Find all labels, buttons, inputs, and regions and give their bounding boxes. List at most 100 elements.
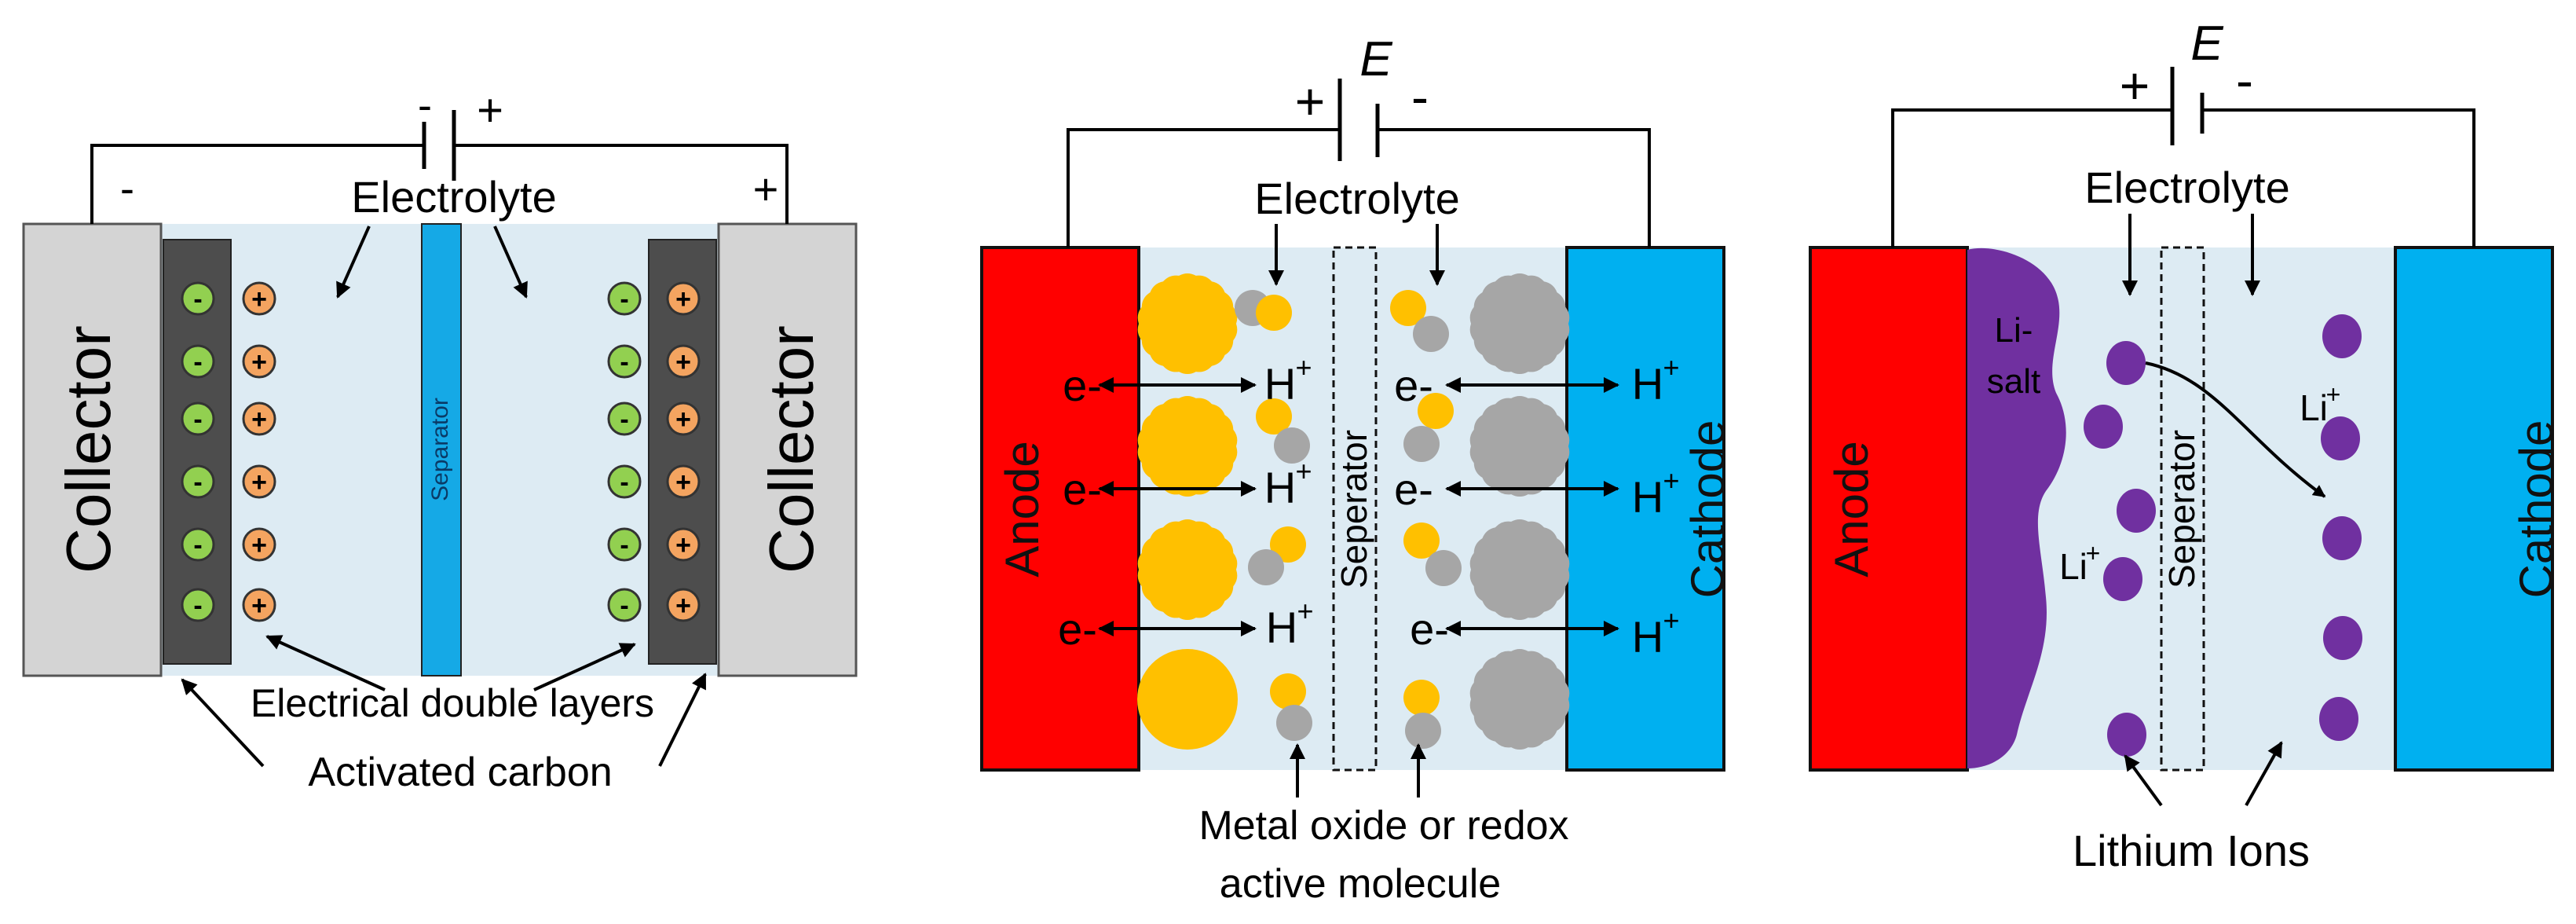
redox-particle (1469, 519, 1570, 621)
negative-ion-sign: - (193, 530, 202, 560)
lithium-ion-charge: + (2086, 539, 2101, 567)
double-layer-arrow-right (533, 643, 636, 691)
proton-charge: + (1297, 595, 1313, 627)
molecule-dot (1248, 549, 1284, 585)
li-salt-label-line-2: salt (1987, 362, 2040, 401)
molecule-dot (1413, 316, 1449, 352)
oxide-dot (1403, 522, 1440, 559)
oxide-dot (1270, 526, 1306, 563)
negative-ion-sign: - (620, 405, 628, 434)
lithium-ion (2106, 341, 2146, 385)
cathode-label: Cathode (1681, 420, 1734, 599)
carbon-arrow-right (658, 673, 707, 767)
oxide-dot (1256, 398, 1292, 434)
proton-charge: + (1295, 455, 1312, 487)
proton-label: H (1266, 603, 1297, 652)
source-minus-sign: - (418, 82, 432, 129)
proton-charge: + (1663, 351, 1679, 383)
anode-label: Anode (996, 441, 1048, 578)
separator-bar (421, 223, 462, 676)
double-layer-label: Electrical double layers (251, 681, 654, 725)
positive-ion (666, 281, 701, 316)
lithium-ion (2084, 405, 2123, 449)
ions-group: -+-+-+-+-+-+-+-+-+-+-+-+ (181, 281, 701, 622)
molecule-dot (1276, 705, 1312, 741)
electron-label: e- (1063, 361, 1102, 410)
negative-ion (181, 464, 215, 499)
positive-ion (666, 402, 701, 436)
negative-ion-sign: - (193, 591, 202, 621)
lithium-ion (2322, 516, 2362, 560)
source-plus-sign: + (1295, 72, 1326, 130)
lithium-ions-group: Li+Li+ (2059, 314, 2362, 757)
panel-li-ion-battery: E + - Electrolyte Anode Cathode Seperato… (1809, 16, 2563, 875)
electrolyte-label: Electrolyte (2084, 163, 2289, 212)
oxide-dot (1403, 680, 1440, 716)
left-collector-label: Collector (53, 325, 123, 574)
voltage-symbol: E (2190, 16, 2223, 71)
li-migration-arrow (2145, 361, 2326, 498)
source-plus-sign: + (2120, 57, 2150, 115)
negative-ion-sign: - (193, 405, 202, 434)
positive-ion (242, 402, 276, 436)
left-collector (22, 222, 163, 677)
proton-label: H (1632, 359, 1663, 409)
proton-label: H (1632, 612, 1663, 662)
proton-charge: + (1295, 351, 1312, 383)
positive-ion (242, 464, 276, 499)
voltage-symbol: E (1359, 32, 1392, 86)
panel-pseudocapacitor: E + - Electrolyte Anode Cathode Seperato… (980, 32, 1734, 907)
positive-ion-sign: + (675, 284, 691, 314)
electrolyte-label: Electrolyte (1254, 174, 1459, 223)
negative-ion (607, 464, 642, 499)
separator-box (1332, 246, 1378, 772)
negative-ion-sign: - (620, 284, 628, 314)
li-salt-region (1967, 248, 2066, 769)
caption-line-1: Metal oxide or redox (1198, 803, 1568, 849)
oxide-dot (1418, 393, 1454, 429)
circuit-wire (1067, 128, 1651, 248)
positive-ion (666, 527, 701, 562)
positive-ion-sign: + (675, 347, 691, 377)
right-terminal-sign: + (753, 164, 779, 214)
carbon-arrow-left (181, 678, 265, 768)
lithium-ion (2107, 713, 2146, 757)
molecule-dot (1405, 713, 1441, 749)
molecule-dot (1403, 426, 1440, 462)
separator-label: Seperator (1334, 430, 1374, 588)
molecule-dot (1274, 427, 1310, 464)
negative-ion-sign: - (193, 347, 202, 377)
lithium-ion (2319, 697, 2358, 741)
right-collector-label: Collector (756, 325, 826, 574)
positive-ion-sign: + (675, 591, 691, 621)
caption-line-2: active molecule (1220, 861, 1501, 907)
proton-charge: + (1663, 604, 1679, 636)
redox-particle (1137, 649, 1238, 750)
redox-particle (1469, 273, 1570, 375)
lithium-ion-label: Li (2059, 546, 2088, 587)
lithium-ion (2321, 416, 2360, 460)
redox-particle (1137, 273, 1238, 375)
positive-ion-sign: + (251, 347, 267, 377)
negative-ion (181, 344, 215, 379)
negative-ion-sign: - (620, 468, 628, 497)
negative-ion (607, 527, 642, 562)
negative-ion-sign: - (193, 468, 202, 497)
cathode-block (2394, 246, 2554, 772)
positive-ion (666, 464, 701, 499)
cathode-block (1565, 246, 1725, 772)
proton-label: H (1264, 359, 1296, 409)
lithium-ion (2103, 557, 2142, 601)
activated-carbon-label: Activated carbon (308, 750, 612, 795)
electrolyte-label: Electrolyte (351, 172, 556, 222)
positive-ion-sign: + (251, 530, 267, 560)
positive-ion-sign: + (251, 591, 267, 621)
oxide-dot (1270, 673, 1306, 710)
negative-ion-sign: - (620, 347, 628, 377)
oxide-dot (1390, 290, 1426, 326)
positive-ion (666, 588, 701, 622)
circuit-wire (1891, 108, 2475, 248)
electrolyte-arrow-left (336, 226, 371, 299)
electron-label: e- (1058, 604, 1097, 654)
